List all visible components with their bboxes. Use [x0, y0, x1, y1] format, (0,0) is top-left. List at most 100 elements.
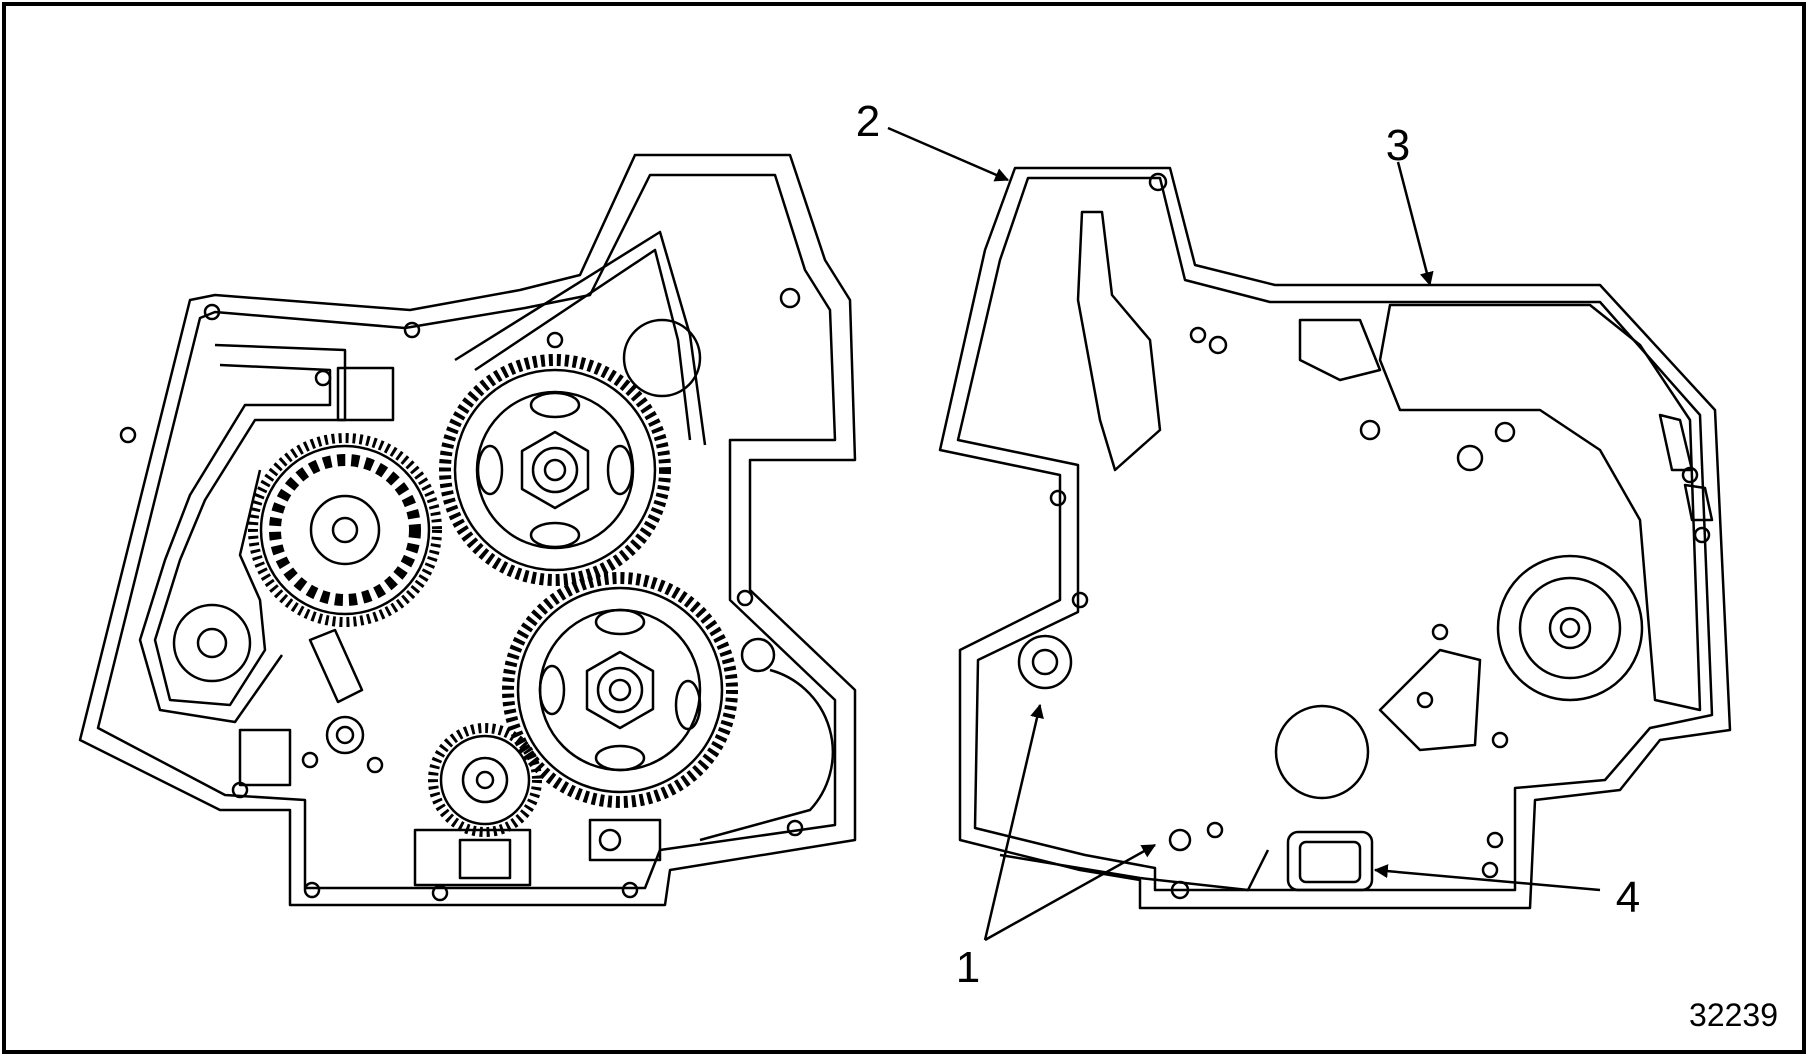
lower-center-gear-teeth	[502, 572, 738, 808]
cover-gasket-groove	[956, 176, 1714, 892]
small-lower-gear-hub	[461, 756, 509, 804]
upper-center-gear-nut	[520, 430, 590, 510]
bolt-hole	[1456, 444, 1484, 472]
right-small-bore	[740, 637, 776, 673]
cover-lower-bracket	[1378, 648, 1482, 752]
gear-case-loop-channel-inner	[138, 363, 332, 724]
cover-bolt-holes	[1049, 172, 1711, 900]
lower-housing-bracket-inner	[458, 838, 512, 880]
figure-number: 32239	[1689, 997, 1778, 1033]
bolt-hole	[786, 819, 804, 837]
bolt-hole	[1693, 526, 1711, 544]
cover-pulley-outer	[1496, 554, 1644, 702]
lower-center-gear-window-right	[674, 679, 702, 731]
upper-right-rib-inner	[474, 248, 692, 441]
lower-left-bore	[172, 603, 252, 683]
bolt-hole	[1206, 821, 1224, 839]
cover-inner-channel-right	[1378, 303, 1702, 712]
cover-square-port-inner	[1298, 840, 1362, 884]
leader-1b	[984, 843, 1157, 942]
cover-pulley-bore	[1559, 617, 1581, 639]
lower-center-gear-pin	[608, 678, 632, 702]
left-gear-rim	[259, 444, 431, 616]
left-gear-center	[331, 516, 359, 544]
bolt-hole	[1208, 335, 1228, 355]
bolt-hole	[546, 331, 564, 349]
upper-right-rib	[454, 230, 707, 446]
bolt-hole	[1431, 623, 1449, 641]
bolt-hole	[1049, 489, 1067, 507]
left-gear-reluctor	[269, 454, 421, 606]
lower-boss-hole	[598, 828, 622, 852]
upper-center-gear-pin	[543, 458, 567, 482]
cover-left-port	[1017, 634, 1073, 690]
bolt-hole	[203, 303, 221, 321]
cover-pulley-mid	[1518, 576, 1622, 680]
upper-center-gear-bolt	[531, 446, 579, 494]
lower-left-pocket	[238, 728, 292, 787]
leader-2	[887, 126, 1010, 182]
leader-4	[1373, 864, 1601, 892]
bolt-hole	[1071, 591, 1089, 609]
left-gear	[248, 433, 442, 627]
cover-bracket-left	[1298, 318, 1382, 382]
gear-case-outline	[78, 153, 857, 907]
bolt-hole	[1359, 419, 1381, 441]
lower-housing-bracket	[413, 828, 532, 887]
small-lower-gear-teeth	[428, 723, 542, 837]
bolt-hole	[301, 751, 319, 769]
cover-right-slot-1	[1658, 413, 1694, 472]
bolt-hole	[231, 781, 249, 799]
upper-center-gear-web	[475, 390, 635, 550]
small-lower-gear	[428, 723, 542, 837]
bolt-hole	[119, 426, 137, 444]
gear-case-with-gears	[78, 153, 857, 907]
bolt-hole	[1494, 421, 1516, 443]
left-rect-pocket	[336, 366, 395, 422]
gear-case-inner-channel	[96, 173, 837, 890]
left-gear-teeth	[248, 433, 442, 627]
bolt-hole	[1486, 831, 1504, 849]
left-slot	[308, 628, 364, 704]
bolt-hole	[431, 884, 449, 902]
lower-center-gear-rim	[516, 586, 724, 794]
right-lower-arc	[699, 668, 835, 842]
left-mid-hole	[325, 715, 365, 755]
bolt-hole	[366, 756, 384, 774]
callout-label-3: 3	[1386, 121, 1410, 170]
bolt-hole	[314, 369, 332, 387]
lower-center-gear-bolt	[596, 666, 644, 714]
bolt-hole	[1189, 326, 1207, 344]
lower-center-gear-window-bottom	[594, 744, 646, 772]
cover-outline	[938, 166, 1732, 910]
callout-label-4: 4	[1616, 873, 1640, 922]
bolt-hole	[779, 287, 801, 309]
callout-labels: 2 3 1 4	[856, 97, 1640, 992]
gear-case-cover	[938, 166, 1732, 910]
bolt-hole	[1416, 691, 1434, 709]
cover-left-port-inner	[1031, 648, 1059, 676]
bolt-hole	[1491, 731, 1509, 749]
upper-center-gear-window-left	[476, 444, 504, 496]
small-lower-gear-pin	[475, 770, 495, 790]
small-lower-gear-rim	[439, 734, 531, 826]
upper-center-gear-rim	[453, 368, 657, 572]
gear-case-bolt-holes	[119, 287, 804, 902]
left-gear-hub	[309, 494, 381, 566]
lower-center-gear-window-top	[594, 608, 646, 636]
cover-right-slot-2	[1683, 483, 1714, 522]
lower-boss	[588, 818, 662, 862]
cover-inner-channel-left	[1076, 210, 1162, 472]
callout-leaders	[887, 126, 1601, 942]
bolt-hole	[621, 881, 639, 899]
upper-center-gear	[439, 354, 671, 586]
bolt-hole	[1681, 466, 1699, 484]
upper-center-gear-window-right	[606, 444, 634, 496]
leader-1a	[983, 703, 1044, 941]
upper-center-gear-teeth	[439, 354, 671, 586]
bolt-hole	[1481, 861, 1499, 879]
lower-center-gear-nut	[585, 650, 655, 730]
cover-pulley-hub	[1548, 606, 1592, 650]
